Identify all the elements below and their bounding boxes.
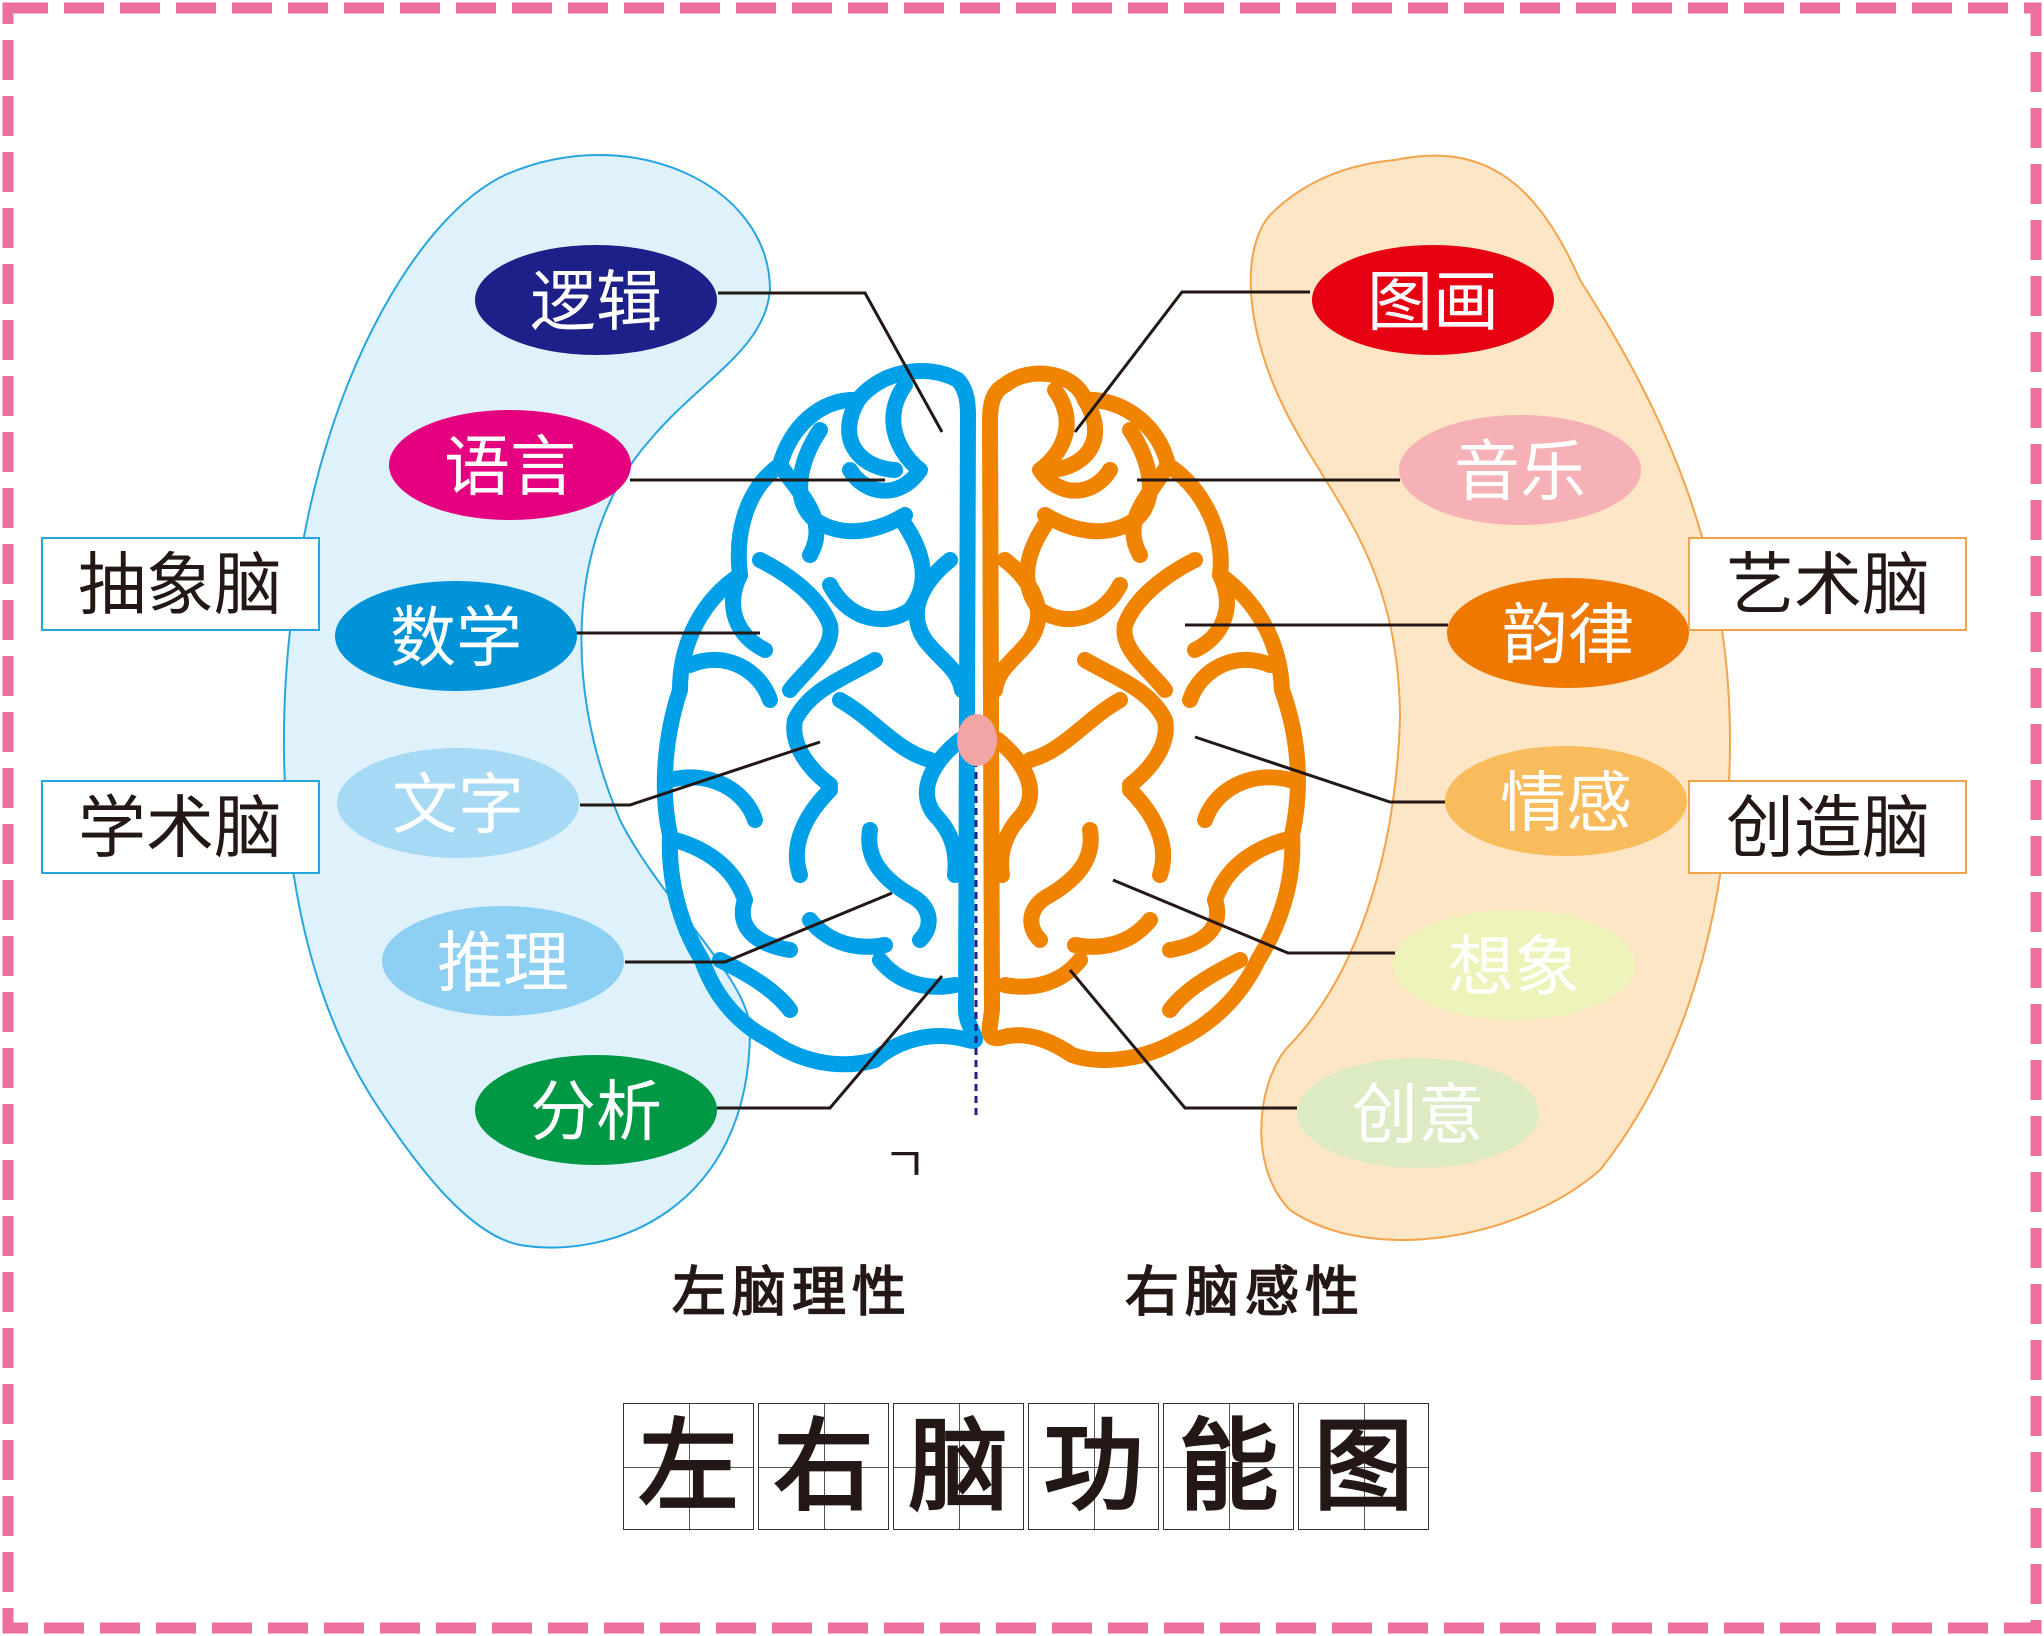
title: 左 右 脑 功 能 图 <box>623 1403 1429 1530</box>
right-label-4: 想象 <box>1448 929 1580 1006</box>
left-label-0: 逻辑 <box>530 264 662 341</box>
left-label-3: 文字 <box>392 767 524 844</box>
right-oval-1 <box>1399 415 1641 525</box>
leader-line-left-0 <box>718 291 944 433</box>
leader-line-left-3 <box>580 740 821 807</box>
title-char: 图 <box>1313 1407 1414 1525</box>
left-label-1: 语言 <box>444 429 576 506</box>
title-cell: 右 <box>758 1403 889 1530</box>
left-label-5: 分析 <box>530 1074 662 1151</box>
left-oval-3 <box>337 748 579 858</box>
left-caption: 左脑理性 <box>672 1261 912 1324</box>
title-char: 功 <box>1043 1407 1144 1525</box>
leader-lines <box>576 290 1448 1110</box>
right-label-0: 图画 <box>1367 264 1499 341</box>
right-oval-2 <box>1447 578 1689 688</box>
title-char: 右 <box>773 1407 874 1525</box>
title-char: 左 <box>638 1407 739 1525</box>
stray-mark: ㄱ <box>883 1137 927 1193</box>
leader-line-right-5 <box>1068 969 1297 1110</box>
category-creative: 创造脑 <box>1726 790 1930 869</box>
left-oval-1 <box>389 410 631 520</box>
title-cell: 图 <box>1298 1403 1429 1530</box>
title-cell: 功 <box>1028 1403 1159 1530</box>
right-oval-0 <box>1312 245 1554 355</box>
right-caption: 右脑感性 <box>1125 1261 1365 1324</box>
right-label-3: 情感 <box>1500 765 1632 842</box>
left-oval-4 <box>382 906 624 1016</box>
category-box-academic <box>41 780 320 874</box>
left-label-4: 推理 <box>437 925 569 1002</box>
title-char: 脑 <box>908 1407 1009 1525</box>
right-label-2: 韵律 <box>1502 597 1634 674</box>
category-box-creative <box>1688 780 1967 874</box>
left-label-2: 数学 <box>390 600 522 677</box>
leader-line-right-4 <box>1112 878 1395 955</box>
left-oval-2 <box>335 581 577 691</box>
category-boxes: 抽象脑 学术脑 艺术脑 创造脑 <box>41 537 1967 874</box>
right-hemisphere <box>981 365 1306 1068</box>
right-oval-4 <box>1393 910 1635 1020</box>
leader-line-left-4 <box>625 891 893 964</box>
category-academic: 学术脑 <box>78 790 282 869</box>
title-cell: 脑 <box>893 1403 1024 1530</box>
title-char: 能 <box>1178 1407 1279 1525</box>
category-box-abstract <box>41 537 320 631</box>
left-oval-0 <box>475 245 717 355</box>
right-function-list: 图画 音乐 韵律 情感 想象 创意 <box>1297 245 1689 1168</box>
left-hemisphere <box>656 362 983 1073</box>
right-label-5: 创意 <box>1352 1077 1484 1154</box>
left-oval-5 <box>475 1055 717 1165</box>
category-box-art <box>1688 537 1967 631</box>
leader-line-right-0 <box>1073 290 1310 433</box>
title-cell: 能 <box>1163 1403 1294 1530</box>
corpus-dot <box>957 714 997 766</box>
leader-line-right-3 <box>1194 735 1445 804</box>
right-oval-3 <box>1445 746 1687 856</box>
left-function-list: 逻辑 语言 数学 文字 推理 分析 <box>335 245 717 1165</box>
title-cell: 左 <box>623 1403 754 1530</box>
right-oval-5 <box>1297 1058 1539 1168</box>
category-abstract: 抽象脑 <box>78 547 282 626</box>
right-label-1: 音乐 <box>1454 434 1586 511</box>
leader-line-left-5 <box>715 975 944 1110</box>
category-art: 艺术脑 <box>1726 547 1930 626</box>
